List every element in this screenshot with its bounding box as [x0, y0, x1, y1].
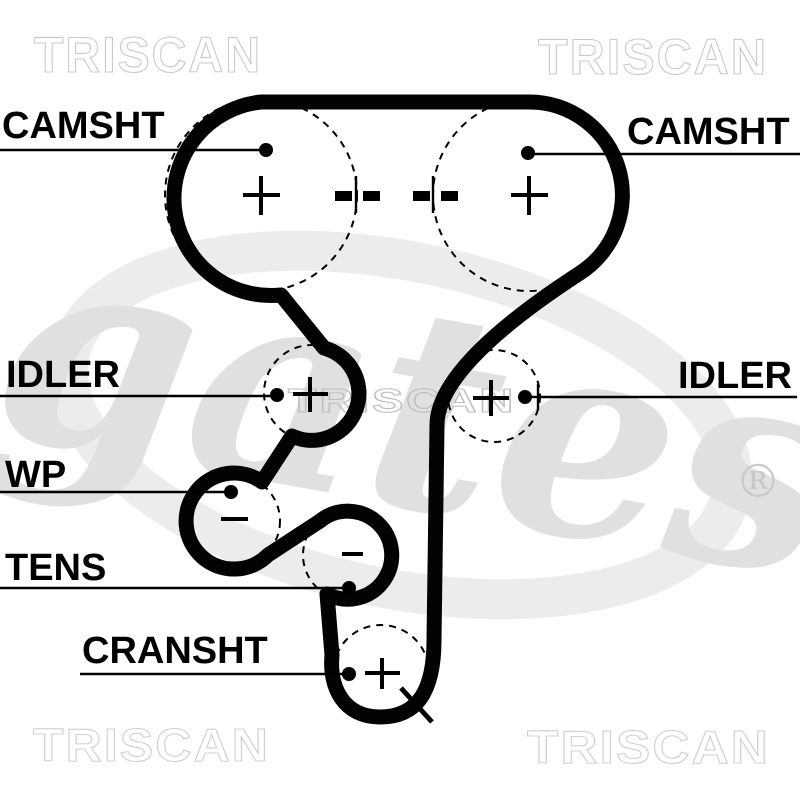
- tensioner-leader-dot: [342, 581, 356, 595]
- camshaft-right-label: CAMSHT: [627, 111, 790, 153]
- water-pump-leader-dot: [224, 485, 238, 499]
- crankshaft-timing-tick: [399, 686, 434, 724]
- triscan-watermark-bottom-right: TRISCAN: [527, 721, 770, 773]
- labels: CAMSHT CAMSHT IDLER IDLER WP TENS CRANSH…: [2, 105, 792, 672]
- idler-right-leader-dot: [518, 390, 532, 404]
- crankshaft-plus-mark: [365, 658, 400, 689]
- idler-left-leader-dot: [270, 388, 284, 402]
- camshaft-left-plus-mark: [243, 176, 280, 215]
- registered-trademark-icon: ®: [735, 454, 781, 508]
- camshaft-left-leader-dot: [259, 143, 273, 157]
- idler-right-plus-mark: [473, 380, 509, 416]
- idler-left-label: IDLER: [6, 354, 120, 396]
- crankshaft-label: CRANSHT: [82, 630, 268, 672]
- triscan-watermark-bottom-left: TRISCAN: [33, 719, 270, 771]
- idler-left-plus-mark: [293, 377, 328, 412]
- tensioner-label: TENS: [5, 547, 106, 589]
- water-pump-label: WP: [5, 454, 66, 496]
- triscan-watermark-top-left: TRISCAN: [34, 27, 262, 83]
- pulley-center-marks: [221, 176, 548, 689]
- camshaft-left-label: CAMSHT: [2, 105, 165, 147]
- triscan-watermark-middle: TRISCAN: [288, 382, 516, 419]
- camshaft-right-plus-mark: [511, 176, 548, 215]
- idler-right-label: IDLER: [678, 355, 792, 397]
- leader-lines: [0, 143, 800, 681]
- crankshaft-leader-dot: [342, 667, 356, 681]
- timing-marks: [335, 176, 540, 724]
- camshaft-right-leader-dot: [521, 146, 535, 160]
- gates-logo-swoosh: [47, 230, 753, 620]
- triscan-watermark-top-right: TRISCAN: [538, 29, 768, 85]
- timing-belt-path: [166, 94, 630, 725]
